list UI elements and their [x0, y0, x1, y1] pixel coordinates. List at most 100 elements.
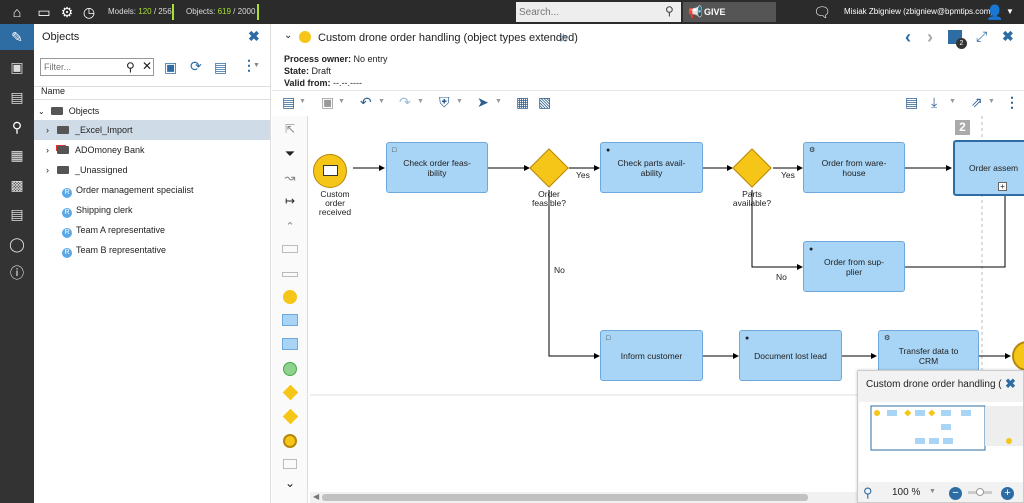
- edit-icon[interactable]: ✎: [0, 24, 34, 50]
- collapse-header-icon[interactable]: ⌄: [284, 30, 293, 41]
- horizontal-scrollbar[interactable]: ◀: [310, 492, 1024, 503]
- next-icon[interactable]: ›: [927, 27, 933, 47]
- lightbulb-icon[interactable]: ◯: [9, 236, 25, 252]
- user-name[interactable]: Misiak Zbigniew (zbigniew@bpmtips.com): [844, 7, 994, 16]
- task-document-lost-lead[interactable]: ●Document lost lead: [739, 330, 842, 381]
- download-icon[interactable]: ⤓: [931, 94, 938, 110]
- filter-input[interactable]: [44, 60, 120, 74]
- tree-root[interactable]: ⌄Objects: [38, 106, 100, 116]
- cards-icon[interactable]: ▩: [10, 177, 24, 193]
- overview-minimap[interactable]: [859, 402, 1023, 482]
- user-menu-chevron-icon[interactable]: ▼: [1006, 7, 1014, 16]
- image-chevron-icon[interactable]: ▼: [299, 98, 306, 105]
- expand-chevron-icon[interactable]: ›: [46, 145, 49, 155]
- folder-open-icon[interactable]: ▤: [214, 59, 228, 75]
- check-chevron-icon[interactable]: ▼: [456, 98, 463, 105]
- expand-chevron-icon[interactable]: ›: [46, 165, 49, 175]
- subprocess-shape-icon[interactable]: [272, 338, 308, 353]
- review-icon[interactable]: ▣: [10, 59, 24, 75]
- scrollbar-thumb[interactable]: [322, 494, 808, 501]
- document-icon[interactable]: ▭: [37, 4, 51, 20]
- tree-item-excel-import[interactable]: ›_Excel_Import: [34, 120, 270, 140]
- object-icon[interactable]: ⚙: [60, 4, 74, 20]
- task-order-from-warehouse[interactable]: ⚙Order from ware-house: [803, 142, 905, 193]
- book-icon[interactable]: ▤: [10, 89, 24, 105]
- search-icon[interactable]: ⚲: [665, 4, 674, 18]
- favorite-star-icon[interactable]: ☆: [558, 31, 569, 45]
- open-chevron-icon[interactable]: ▼: [988, 98, 995, 105]
- download-chevron-icon[interactable]: ▼: [949, 98, 956, 105]
- task-order-from-supplier[interactable]: ●Order from sup-plier: [803, 241, 905, 292]
- event-shape-icon[interactable]: [272, 290, 308, 307]
- task-order-assembly[interactable]: Order assem: [953, 140, 1024, 196]
- task-check-order-feasibility[interactable]: □Check order feas-ibility: [386, 142, 488, 193]
- undo-icon[interactable]: ↶: [360, 94, 372, 110]
- gateway-shape-icon[interactable]: [272, 384, 308, 401]
- image-icon[interactable]: ▤: [282, 94, 296, 110]
- data-shape-icon[interactable]: [272, 362, 308, 379]
- close-model-icon[interactable]: ✖: [1002, 28, 1014, 44]
- close-icon[interactable]: ✖: [248, 28, 260, 44]
- export-chevron-icon[interactable]: ▼: [495, 98, 502, 105]
- distribute-icon[interactable]: ↦: [284, 194, 296, 208]
- open-external-icon[interactable]: ⇗: [971, 94, 983, 110]
- collapse-chevron-icon[interactable]: ⌄: [38, 107, 45, 116]
- user-icon[interactable]: 👤: [986, 4, 1004, 20]
- close-overview-icon[interactable]: ✖: [1005, 376, 1016, 391]
- filter-shape-icon[interactable]: ⏷: [284, 146, 296, 161]
- zoom-out-icon[interactable]: −: [949, 487, 962, 500]
- zoom-fit-icon[interactable]: ⚲: [863, 485, 873, 500]
- presentation-icon[interactable]: ▦: [516, 94, 530, 110]
- annotation-shape-icon[interactable]: [272, 459, 308, 472]
- redo-chevron-icon[interactable]: ▼: [417, 98, 424, 105]
- tree-item-unassigned[interactable]: ›_Unassigned: [46, 165, 128, 175]
- zoom-slider-handle[interactable]: [976, 488, 984, 496]
- table-icon[interactable]: ▦: [10, 147, 24, 163]
- check-shield-icon[interactable]: ⛨: [439, 94, 450, 110]
- lane-shape-icon[interactable]: [272, 268, 308, 280]
- pool-shape-icon[interactable]: [272, 244, 308, 256]
- info-icon[interactable]: ⓘ: [10, 265, 24, 281]
- search-nav-icon[interactable]: ⚲: [11, 119, 23, 135]
- history-icon[interactable]: ◷: [82, 4, 96, 20]
- column-header-name[interactable]: Name: [41, 86, 66, 96]
- subprocess-marker-icon[interactable]: +: [998, 182, 1007, 191]
- more-options-icon[interactable]: ⋮: [242, 57, 256, 73]
- more-options-chevron-icon[interactable]: ▼: [253, 62, 260, 69]
- task-shape-icon[interactable]: [272, 314, 308, 329]
- undo-chevron-icon[interactable]: ▼: [378, 98, 385, 105]
- give-feedback-button[interactable]: 📢GIVE FEEDBACK: [683, 2, 776, 37]
- previous-icon[interactable]: ‹: [905, 27, 911, 47]
- save-chevron-icon[interactable]: ▼: [338, 98, 345, 105]
- filter-field[interactable]: ⚲ ✕: [40, 58, 154, 76]
- connect-icon[interactable]: ↝: [284, 170, 296, 185]
- home-icon[interactable]: ⌂: [12, 4, 22, 20]
- layout-icon[interactable]: ▧: [538, 94, 552, 110]
- search-input[interactable]: [516, 2, 681, 22]
- library-icon[interactable]: ▤: [905, 94, 919, 110]
- clear-filter-icon[interactable]: ✕: [142, 59, 153, 73]
- task-inform-customer[interactable]: □Inform customer: [600, 330, 703, 381]
- chat-icon[interactable]: 🗨: [813, 4, 831, 20]
- end-event-shape-icon[interactable]: [272, 434, 308, 451]
- expand-chevron-icon[interactable]: ›: [46, 125, 49, 135]
- new-object-icon[interactable]: ▣: [164, 59, 178, 75]
- parallel-gateway-shape-icon[interactable]: [272, 408, 308, 425]
- expand-icon[interactable]: ⤢: [976, 28, 988, 44]
- export-icon[interactable]: ➤: [477, 94, 489, 110]
- tree-item-adomoney-bank[interactable]: ›ADOmoney Bank: [46, 145, 145, 155]
- expand-palette-icon[interactable]: ⌄: [284, 476, 296, 490]
- report-icon[interactable]: ▤: [10, 206, 24, 222]
- redo-icon[interactable]: ↷: [399, 94, 411, 110]
- zoom-in-icon[interactable]: +: [1001, 487, 1014, 500]
- save-icon[interactable]: ▣: [321, 94, 335, 110]
- scroll-left-icon[interactable]: ◀: [313, 492, 320, 501]
- filter-search-icon[interactable]: ⚲: [126, 60, 135, 74]
- diagram-canvas[interactable]: Custom order received □Check order feas-…: [310, 116, 1024, 503]
- collapse-palette-icon[interactable]: ⌃: [285, 221, 295, 233]
- refresh-icon[interactable]: ⟳: [190, 58, 202, 74]
